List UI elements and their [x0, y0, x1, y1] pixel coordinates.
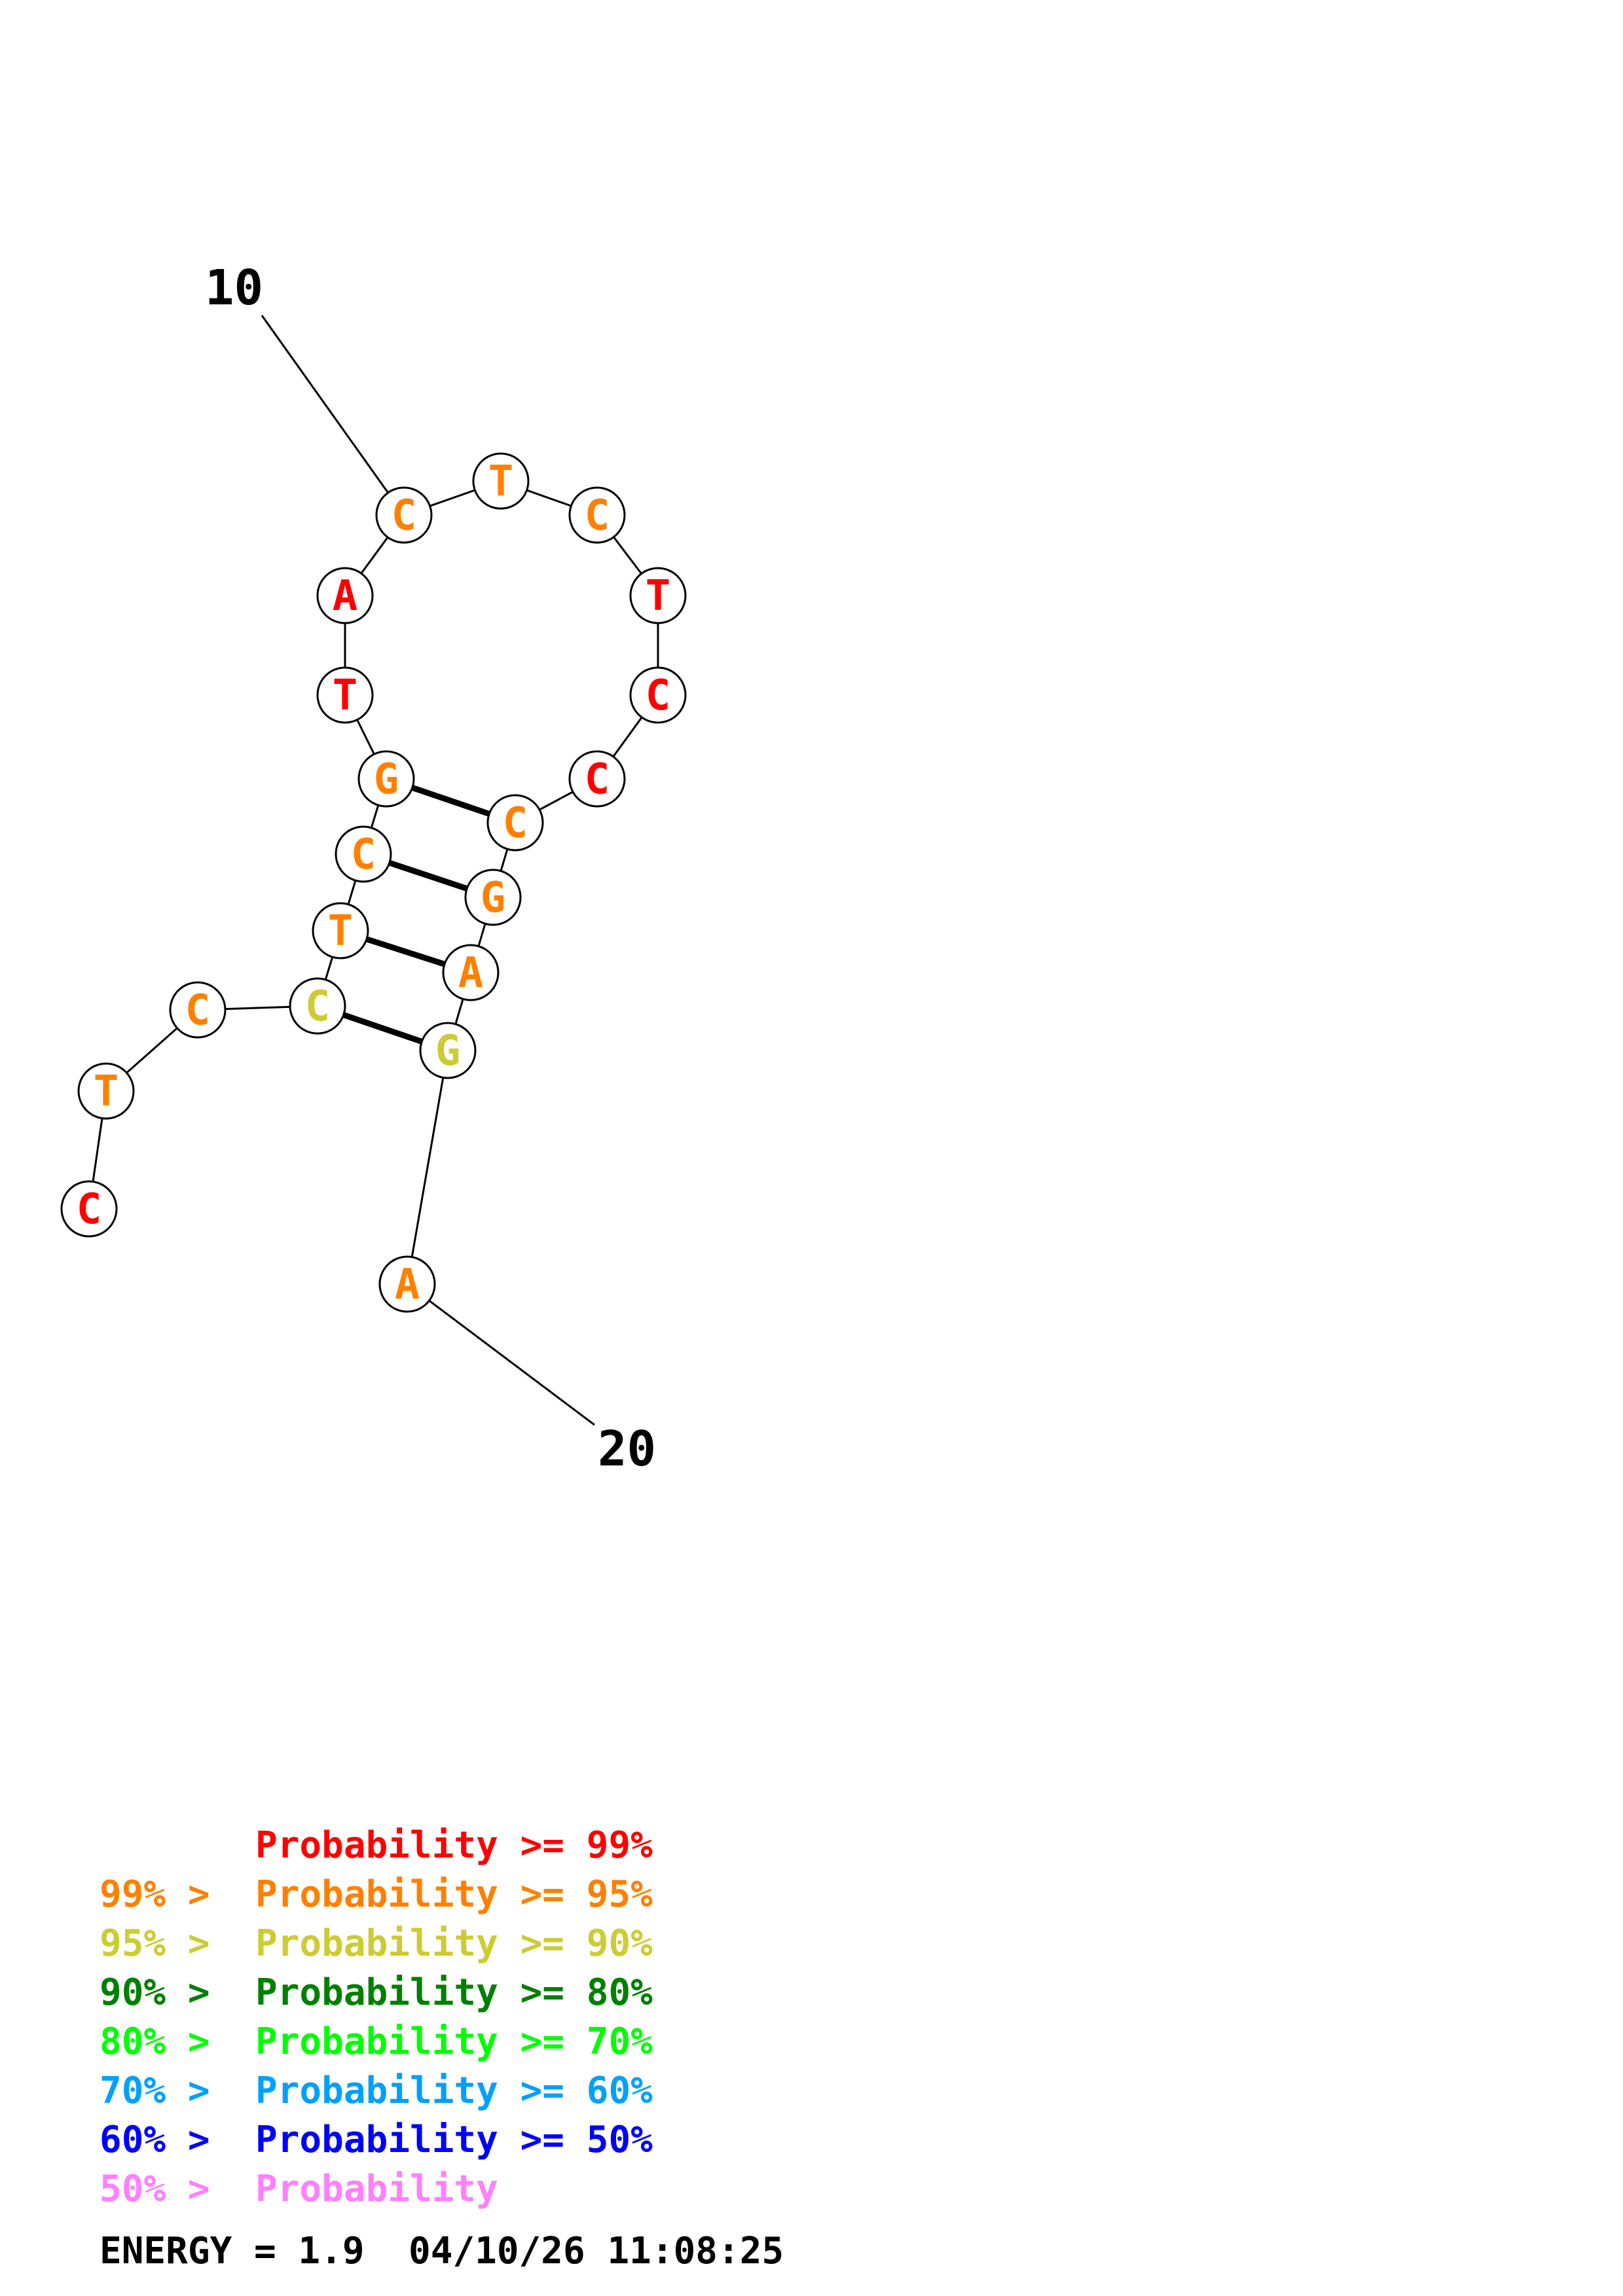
nucleotide-a: A — [442, 944, 500, 1001]
backbone-segment — [406, 1050, 449, 1285]
nucleotide-letter: T — [94, 1067, 119, 1116]
nucleotide-letter: A — [395, 1261, 420, 1309]
nucleotide-letter: C — [351, 831, 376, 879]
nucleotide-circle — [486, 794, 544, 852]
nucleotide-c: C — [375, 486, 433, 544]
legend-line-4: 90% > Probability >= 80% — [100, 1971, 653, 2014]
legend-text-7: Probability >= 50% — [255, 2119, 653, 2161]
nucleotide-circle — [289, 977, 346, 1035]
nucleotide-t: T — [77, 1062, 135, 1120]
nucleotide-circle — [375, 486, 433, 544]
nucleotide-circle — [335, 825, 392, 883]
nucleotide-circle — [464, 869, 522, 926]
nucleotide-letter: A — [458, 949, 484, 997]
nucleotide-letter: T — [328, 907, 354, 956]
position-label-10: 10 — [205, 260, 263, 316]
nucleotide-c: C — [568, 486, 626, 544]
legend-text-3: Probability >= 90% — [255, 1922, 653, 1965]
probability-legend: Probability >= 99% 99% > Probability >= … — [100, 1824, 784, 2272]
legend-prefix-2: 99% > — [100, 1873, 232, 1916]
nucleotide-circle — [568, 486, 626, 544]
legend-text-4: Probability >= 80% — [255, 1971, 653, 2014]
nucleotide-letter: C — [585, 492, 610, 540]
nucleotide-circle — [316, 666, 374, 724]
nucleotide-circle — [568, 750, 626, 808]
nucleotide-g: G — [464, 869, 522, 926]
nucleotide-circle — [357, 750, 415, 808]
nucleotide-circle — [169, 981, 227, 1039]
position-labels: 10 20 — [205, 260, 656, 1477]
nucleotide-g: G — [357, 750, 415, 808]
position-label-20: 20 — [598, 1421, 656, 1477]
legend-text-6: Probability >= 60% — [255, 2070, 653, 2112]
nucleotide-letter: T — [488, 457, 514, 506]
legend-prefix-8: 50% > — [100, 2168, 232, 2210]
nucleotide-c: C — [629, 666, 687, 724]
nucleotide-c: C — [335, 825, 392, 883]
nucleotide-letter: C — [585, 755, 610, 804]
nucleotide-letter: C — [392, 492, 417, 540]
nucleotide-letter: T — [333, 672, 358, 720]
nucleotide-circle — [77, 1062, 135, 1120]
nucleotide-a: A — [316, 567, 374, 624]
legend-prefix-4: 90% > — [100, 1971, 232, 2014]
nucleotide-t: T — [629, 567, 687, 624]
nucleotide-c: C — [486, 794, 544, 852]
legend-line-6: 70% > Probability >= 60% — [100, 2070, 653, 2112]
nucleotide-circle — [316, 567, 374, 624]
nucleotide-c: C — [568, 750, 626, 808]
nucleotide-t: T — [312, 902, 369, 960]
nucleotide-letter: C — [646, 672, 671, 720]
legend-line-5: 80% > Probability >= 70% — [100, 2020, 653, 2063]
label-leader-10 — [261, 315, 405, 516]
energy-line: ENERGY = 1.9 04/10/26 11:08:25 — [100, 2230, 784, 2272]
nucleotide-c: C — [169, 981, 227, 1039]
nucleotide-c: C — [289, 977, 346, 1035]
nucleotide-t: T — [316, 666, 374, 724]
nucleotide-circle — [442, 944, 500, 1001]
legend-line-7: 60% > Probability >= 50% — [100, 2119, 653, 2161]
nucleotide-g: G — [419, 1022, 477, 1079]
legend-text-8: Probability — [255, 2168, 498, 2210]
nucleotide-circle — [419, 1022, 477, 1079]
legend-line-2: 99% > Probability >= 95% — [100, 1873, 653, 1916]
legend-text-5: Probability >= 70% — [255, 2020, 653, 2063]
legend-prefix-7: 60% > — [100, 2119, 232, 2161]
legend-line-3: 95% > Probability >= 90% — [100, 1922, 653, 1965]
nucleotide-circle — [629, 666, 687, 724]
nucleotide-t: T — [472, 452, 530, 510]
nucleotide-circle — [312, 902, 369, 960]
legend-prefix-3: 95% > — [100, 1922, 232, 1965]
nucleotide-letter: G — [481, 874, 506, 922]
nucleotide-circle — [629, 567, 687, 624]
nucleotide-letter: C — [305, 982, 331, 1031]
nucleotide-a: A — [378, 1255, 436, 1313]
nucleotide-circle — [60, 1180, 118, 1238]
legend-line-8: 50% > Probability — [100, 2168, 498, 2210]
label-leader-20 — [407, 1283, 595, 1426]
legend-prefix-6: 70% > — [100, 2070, 232, 2112]
legend-text-1: Probability >= 99% — [255, 1824, 653, 1867]
nucleotide-letter: T — [646, 572, 671, 620]
nucleotide-letter: C — [503, 799, 528, 848]
legend-text-2: Probability >= 95% — [255, 1873, 653, 1916]
nucleotide-letter: A — [333, 572, 358, 620]
nucleotide-circle — [378, 1255, 436, 1313]
nucleotide-letter: C — [77, 1185, 102, 1234]
nucleotide-letter: C — [185, 986, 211, 1035]
legend-prefix-5: 80% > — [100, 2020, 232, 2063]
nucleotide-letter: G — [435, 1027, 461, 1075]
legend-line-1: Probability >= 99% — [255, 1824, 653, 1867]
nucleotide-circle — [472, 452, 530, 510]
nucleotide-letter: G — [374, 755, 399, 804]
nucleotide-c: C — [60, 1180, 118, 1238]
